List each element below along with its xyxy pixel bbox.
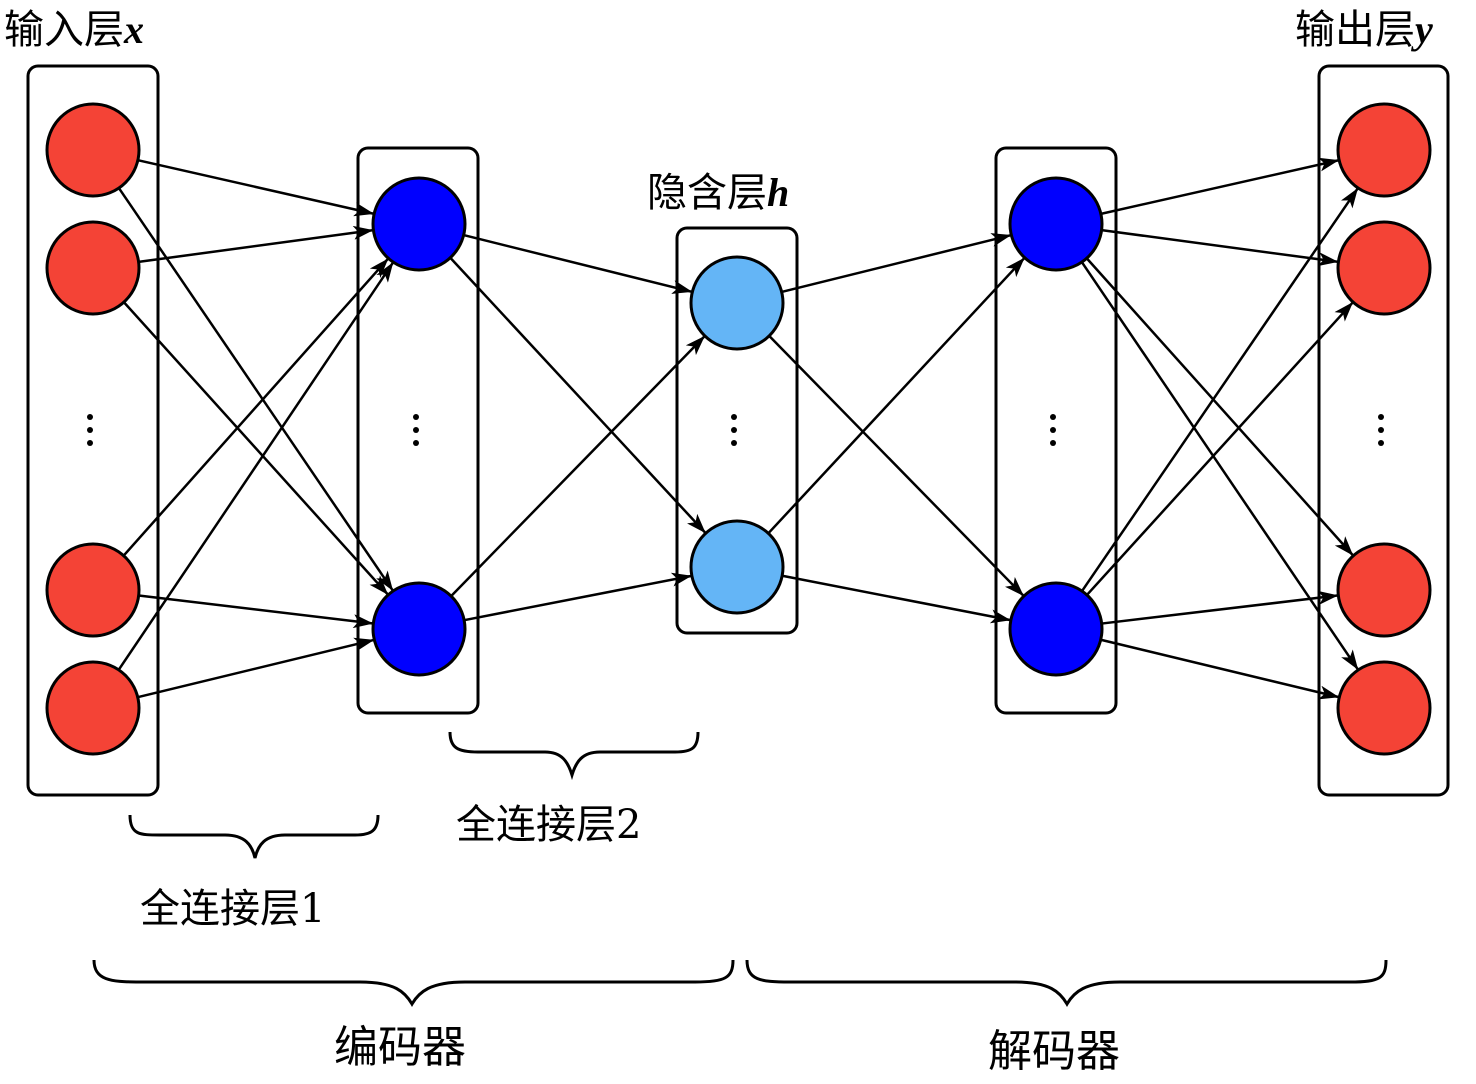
encoder-hidden-ellipsis-dot-2 — [413, 427, 419, 433]
decoder-hidden-ellipsis-dot-3 — [1050, 440, 1056, 446]
hidden-layer-box — [675, 226, 799, 635]
connection-arrow-decoder-hidden-1-to-output-0 — [1080, 187, 1359, 592]
connection-arrow-encoder-hidden-0-to-hidden-1 — [449, 256, 706, 534]
fc1-label: 全连接层1 — [140, 886, 325, 932]
connection-arrow-decoder-hidden-1-to-output-3 — [1100, 638, 1340, 700]
decoder-label: 解码器 — [988, 1026, 1120, 1077]
connection-arrow-input-1-to-encoder-hidden-0 — [138, 225, 374, 264]
encoder-brace — [92, 959, 735, 1007]
decoder-hidden-ellipsis-dot-2 — [1050, 427, 1056, 433]
connections — [117, 157, 1359, 700]
connection-arrow-encoder-hidden-0-to-hidden-0 — [463, 233, 693, 294]
connection-arrow-hidden-1-to-decoder-hidden-0 — [767, 257, 1025, 535]
hidden-layer-label: 隐含层 — [647, 170, 767, 216]
fc2-label: 全连接层2 — [456, 802, 641, 848]
output-node-3 — [1336, 542, 1432, 638]
input-layer-box — [26, 64, 160, 797]
input-symbol: x — [123, 7, 144, 52]
connection-arrow-encoder-hidden-1-to-hidden-1 — [463, 572, 692, 622]
encoder-hidden-ellipsis-dot-3 — [413, 440, 419, 446]
input-layer-title: 输入层x — [4, 7, 144, 53]
output-ellipsis-dot-2 — [1378, 427, 1384, 433]
fc2-brace — [448, 731, 700, 781]
input-ellipsis-dot-1 — [87, 414, 93, 420]
connection-arrow-hidden-0-to-decoder-hidden-1 — [768, 335, 1025, 597]
output-layer-label: 输出层 — [1295, 7, 1415, 53]
input-ellipsis-dot-3 — [87, 440, 93, 446]
connection-arrow-input-2-to-encoder-hidden-1 — [138, 594, 374, 629]
input-node-1 — [45, 102, 141, 198]
connection-arrow-input-0-to-encoder-hidden-0 — [137, 158, 375, 217]
decoder-layer-box — [994, 146, 1118, 715]
hidden-ellipsis-dot-2 — [731, 427, 737, 433]
output-ellipsis-dot-3 — [1378, 440, 1384, 446]
encoder-hidden-node-1 — [371, 176, 467, 272]
hidden-symbol: h — [767, 170, 789, 215]
connection-arrow-decoder-hidden-0-to-output-3 — [1080, 261, 1359, 670]
connection-arrow-input-3-to-encoder-hidden-1 — [137, 637, 375, 699]
output-layer-title: 输出层y — [1295, 7, 1433, 53]
nodes — [45, 102, 1432, 756]
hidden-ellipsis-dot-1 — [731, 414, 737, 420]
output-ellipsis-dot-1 — [1378, 414, 1384, 420]
connection-arrow-decoder-hidden-1-to-output-1 — [1086, 301, 1354, 596]
connection-arrow-hidden-0-to-decoder-hidden-0 — [781, 233, 1012, 294]
ellipsis-dots — [87, 414, 1384, 446]
output-node-1 — [1336, 102, 1432, 198]
output-symbol: y — [1411, 7, 1433, 52]
input-layer-label: 输入层 — [4, 7, 124, 53]
connection-arrow-input-2-to-encoder-hidden-0 — [122, 258, 389, 557]
connection-arrow-decoder-hidden-1-to-output-2 — [1101, 590, 1339, 625]
decoder-brace — [745, 959, 1388, 1007]
connection-arrow-decoder-hidden-0-to-output-0 — [1100, 157, 1340, 216]
input-ellipsis-dot-2 — [87, 427, 93, 433]
hidden-layer-title: 隐含层h — [647, 170, 789, 216]
connection-arrow-input-3-to-encoder-hidden-0 — [117, 262, 394, 671]
connection-arrow-encoder-hidden-1-to-hidden-0 — [450, 335, 706, 597]
encoder-hidden-ellipsis-dot-1 — [413, 414, 419, 420]
encoder-layer-box — [356, 146, 480, 715]
output-node-4 — [1336, 660, 1432, 756]
fc1-brace — [128, 814, 380, 859]
output-layer-box — [1317, 64, 1450, 797]
decoder-hidden-node-2 — [1008, 581, 1104, 677]
decoder-hidden-node-1 — [1008, 176, 1104, 272]
hidden-node-2 — [689, 519, 785, 615]
connection-arrow-decoder-hidden-0-to-output-2 — [1085, 257, 1354, 556]
input-node-3 — [45, 542, 141, 638]
connection-arrow-input-0-to-encoder-hidden-1 — [117, 187, 394, 591]
input-node-4 — [45, 660, 141, 756]
hidden-node-1 — [689, 255, 785, 351]
connection-arrow-input-1-to-encoder-hidden-1 — [122, 301, 389, 595]
output-node-2 — [1336, 220, 1432, 316]
encoder-hidden-node-2 — [371, 581, 467, 677]
decoder-hidden-ellipsis-dot-1 — [1050, 414, 1056, 420]
input-node-2 — [45, 220, 141, 316]
connection-arrow-hidden-1-to-decoder-hidden-1 — [781, 574, 1011, 624]
hidden-ellipsis-dot-3 — [731, 440, 737, 446]
encoder-label: 编码器 — [334, 1022, 466, 1073]
connection-arrow-decoder-hidden-0-to-output-1 — [1101, 228, 1339, 267]
